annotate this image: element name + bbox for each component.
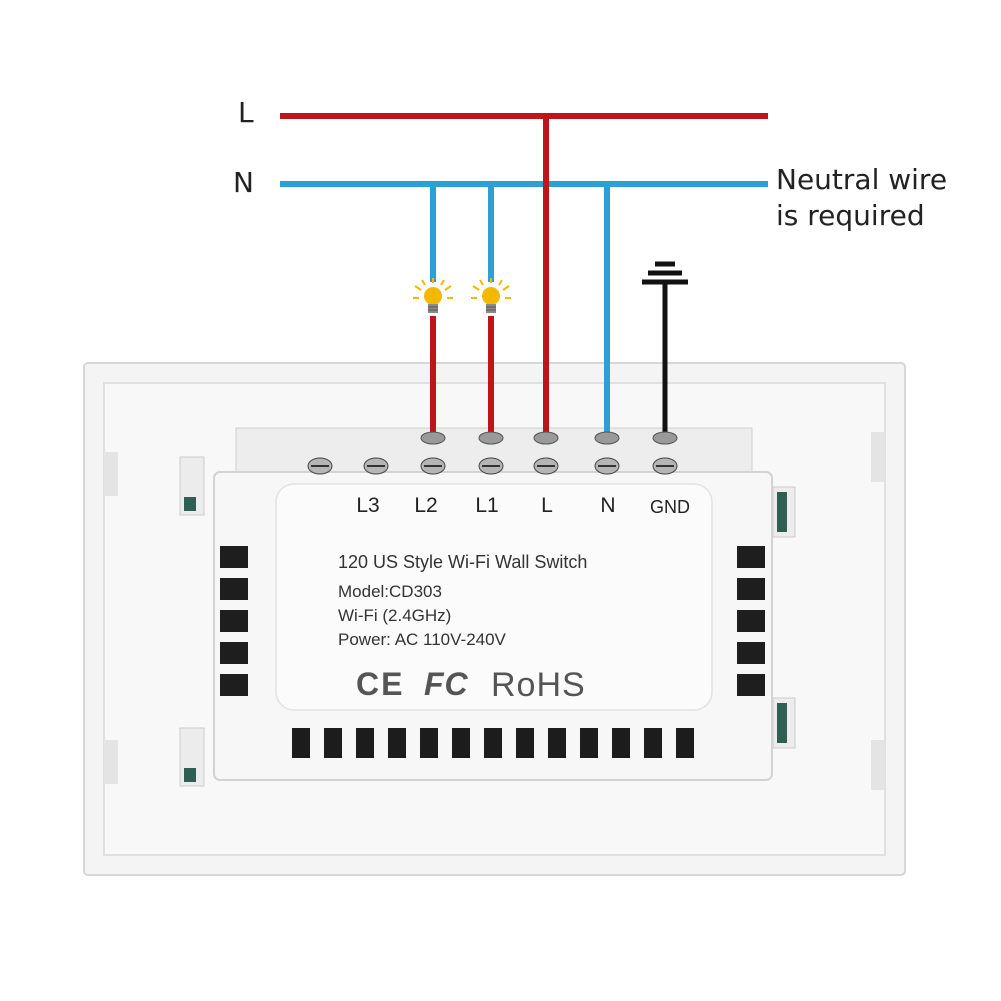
light-bulb-icon [413,278,453,313]
device-title: 120 US Style Wi-Fi Wall Switch [338,552,588,572]
live-line-label: L [238,96,254,129]
neutral-line-label: N [233,166,254,199]
label-area [275,483,713,711]
terminal-screws-front [307,457,678,475]
vents-left [220,546,248,696]
clip-right-bottom-dark [777,703,787,743]
terminal-label-l1: L1 [475,494,499,517]
neutral-note-line2: is required [776,199,925,232]
device-wifi: Wi-Fi (2.4GHz) [338,606,452,625]
vents-bottom [292,728,694,758]
right-notch-bottom [871,740,885,790]
fcc-mark: FC [424,666,469,702]
device-power: Power: AC 110V-240V [338,630,506,649]
left-notch-top [104,452,118,496]
light-bulb-icon [471,278,511,313]
clip-left-bottom-dark [184,768,196,782]
left-notch-bottom [104,740,118,784]
right-notch-top [871,432,885,482]
ce-mark: CE [356,666,405,702]
device-model: Model:CD303 [338,582,442,601]
clip-right-top-dark [777,492,787,532]
clip-left-top-dark [184,497,196,511]
terminal-label-l2: L2 [414,494,438,517]
terminal-label-gnd: GND [650,497,690,517]
ground-symbol-icon [642,261,688,285]
terminal-label-l: L [541,494,553,517]
terminal-label-l3: L3 [356,494,380,517]
terminal-screws-top [420,431,678,445]
rohs-mark: RoHS [491,666,586,704]
terminal-label-n: N [600,494,616,517]
vents-right [737,546,765,696]
neutral-note-line1: Neutral wire [776,163,948,196]
